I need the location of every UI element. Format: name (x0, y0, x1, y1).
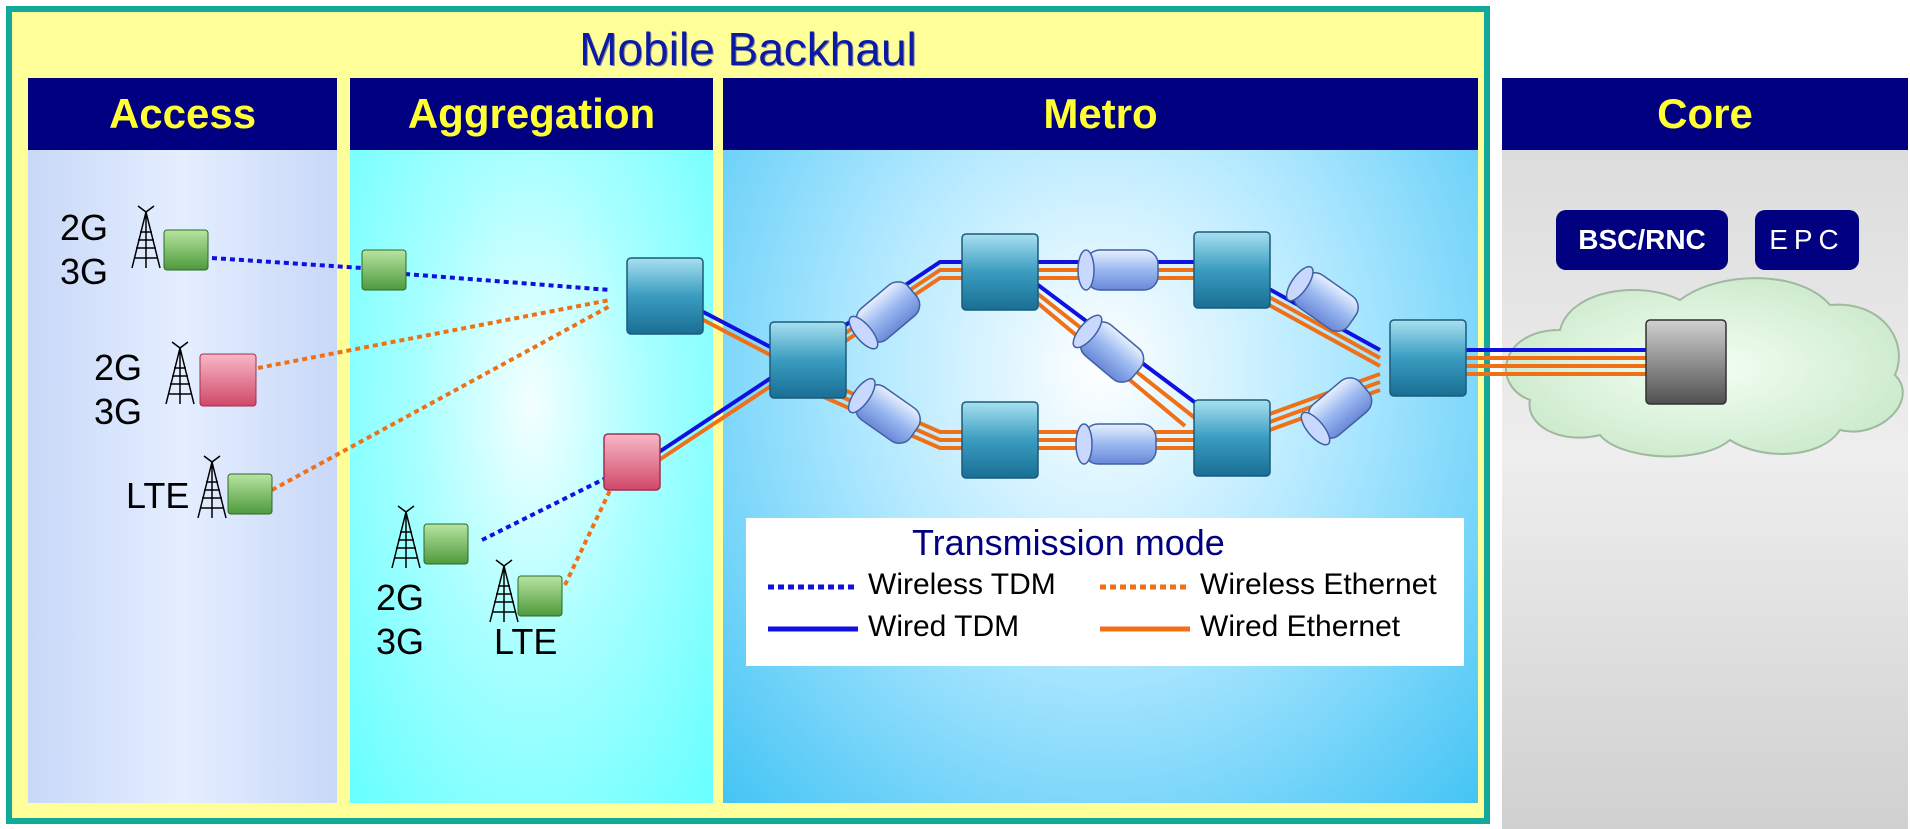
switch-agg-site2 (517, 575, 563, 617)
legend-swatch-wired-ethernet (1100, 626, 1190, 632)
legend-label-wired-tdm: Wired TDM (868, 610, 1020, 643)
link-wireless-eth-agg-site2 (563, 479, 617, 586)
metro-cylinders (847, 249, 1373, 465)
legend-swatch-wireless-ethernet (1100, 584, 1190, 590)
legend-swatch-wired-tdm (768, 626, 858, 632)
metro-switches (626, 231, 1467, 479)
switch-core (1645, 319, 1727, 405)
switch-agg-pink (603, 433, 661, 491)
switch-metro-bottom-right (1193, 399, 1271, 477)
switch-agg-main (626, 257, 704, 335)
label-2g: 2G (60, 207, 109, 248)
agg-site1-label: 2G 3G (376, 576, 424, 664)
antenna-icon (131, 205, 161, 269)
core-column: Core (1502, 78, 1908, 829)
access-site1-label: 2G 3G (60, 206, 108, 294)
switch-agg-green (361, 249, 407, 291)
access-header: Access (28, 78, 337, 150)
aggregation-header: Aggregation (350, 78, 713, 150)
legend-label-wireless-ethernet: Wireless Ethernet (1200, 568, 1437, 601)
bsc-rnc-badge: BSC/RNC (1556, 210, 1728, 270)
label-2g: 2G (94, 347, 143, 388)
link-wireless-tdm-agg-green (404, 272, 611, 292)
switch-agg-site1 (423, 523, 469, 565)
link-wireless-eth-access3 (271, 304, 611, 492)
switch-access-2 (199, 353, 257, 407)
antenna-icons (131, 205, 519, 623)
switch-access-3 (227, 473, 273, 515)
access-column: Access (28, 78, 337, 803)
diagram-title: Mobile Backhaul (579, 23, 917, 75)
antenna-icon (165, 341, 195, 405)
switch-metro-top-left (961, 233, 1039, 311)
core-header: Core (1502, 78, 1908, 150)
epc-badge: EPC (1755, 210, 1859, 270)
antenna-icon (489, 559, 519, 623)
switch-metro-entry (769, 321, 847, 399)
antenna-icon (391, 505, 421, 569)
switch-metro-bottom-left (961, 401, 1039, 479)
link-wireless-eth-access2 (257, 298, 611, 370)
switch-access-1 (163, 229, 209, 271)
switch-metro-exit (1389, 319, 1467, 397)
legend: Transmission mode Wireless TDM Wireless … (746, 518, 1464, 666)
access-site2-label: 2G 3G (94, 346, 142, 434)
switch-metro-top-right (1193, 231, 1271, 309)
antenna-icon (197, 455, 227, 519)
legend-label-wired-ethernet: Wired Ethernet (1200, 610, 1401, 643)
agg-site2-label: LTE (494, 621, 558, 662)
label-3g: 3G (94, 391, 143, 432)
legend-label-wireless-tdm: Wireless TDM (868, 568, 1056, 601)
small-switches (163, 229, 563, 617)
label-2g: 2G (376, 577, 425, 618)
label-3g: 3G (60, 251, 109, 292)
metro-header: Metro (723, 78, 1478, 150)
label-3g: 3G (376, 621, 425, 662)
link-wireless-tdm-access1 (211, 256, 363, 270)
legend-swatch-wireless-tdm (768, 584, 858, 590)
legend-title: Transmission mode (912, 522, 1225, 563)
access-site3-label: LTE (126, 475, 190, 516)
wireless-links (211, 256, 617, 586)
link-wireless-tdm-agg-site1 (481, 474, 611, 542)
